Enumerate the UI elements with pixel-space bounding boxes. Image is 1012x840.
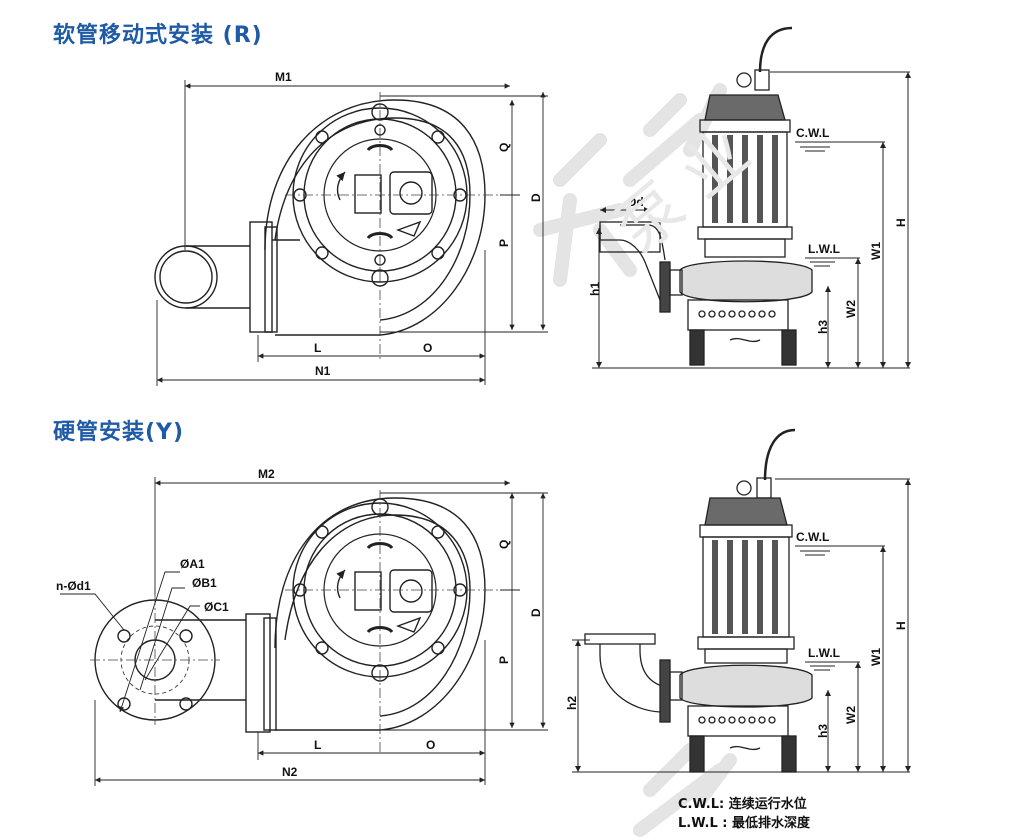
dim-p-bottom: P	[497, 656, 511, 664]
dim-w2-bottom: W2	[844, 706, 858, 724]
dim-h2: h2	[565, 696, 579, 710]
dim-w1-top: W1	[869, 242, 883, 260]
dim-q-bottom: Q	[497, 540, 511, 549]
dim-w2-top: W2	[844, 300, 858, 318]
dim-h-bottom: H	[894, 621, 908, 630]
dim-d-bottom: D	[529, 608, 543, 617]
side-view-pump-hard-pipe	[584, 428, 813, 773]
dim-o: O	[423, 341, 432, 355]
dim-q: Q	[497, 143, 511, 152]
dimension-lines-top	[156, 80, 548, 386]
front-view-hard-pipe	[94, 497, 486, 733]
watermark	[533, 83, 737, 837]
front-view-hose	[154, 99, 486, 336]
dim-d: D	[529, 193, 543, 202]
dim-h-top: H	[894, 218, 908, 227]
dim-p: P	[497, 239, 511, 247]
dimension-lines-bottom	[94, 477, 548, 786]
dim-l-bottom: L	[314, 738, 321, 752]
label-cwl-top: C.W.L	[796, 126, 829, 140]
water-levels-bottom	[572, 478, 911, 773]
dim-n2: N2	[282, 765, 298, 779]
dim-oa1: ØA1	[180, 557, 205, 571]
title-hose-install: 软管移动式安装 (R)	[53, 23, 263, 48]
label-lwl-bottom: L.W.L	[808, 646, 840, 660]
dim-h1: h1	[588, 282, 602, 296]
dim-m2: M2	[258, 467, 275, 481]
dim-h3-top: h3	[816, 320, 830, 334]
legend-lwl: L.W.L : 最低排水深度	[678, 816, 810, 831]
label-lwl-top: L.W.L	[808, 242, 840, 256]
dim-l: L	[314, 341, 321, 355]
title-hard-pipe-install: 硬管安装(Y)	[53, 420, 185, 445]
dim-w1-bottom: W1	[869, 648, 883, 666]
dim-n1: N1	[315, 364, 331, 378]
label-cwl-bottom: C.W.L	[796, 530, 829, 544]
dim-oc1: ØC1	[204, 600, 229, 614]
dim-h3-bottom: h3	[816, 724, 830, 738]
side-view-pump-hose	[599, 26, 813, 366]
dim-m1: M1	[275, 70, 292, 84]
legend-cwl: C.W.L: 连续运行水位	[678, 797, 807, 812]
water-levels-top	[592, 71, 911, 369]
dim-ob1: ØB1	[192, 576, 217, 590]
dim-od: Ød	[627, 195, 644, 209]
dim-n-od1: n-Ød1	[56, 579, 91, 593]
dim-o-bottom: O	[426, 738, 435, 752]
